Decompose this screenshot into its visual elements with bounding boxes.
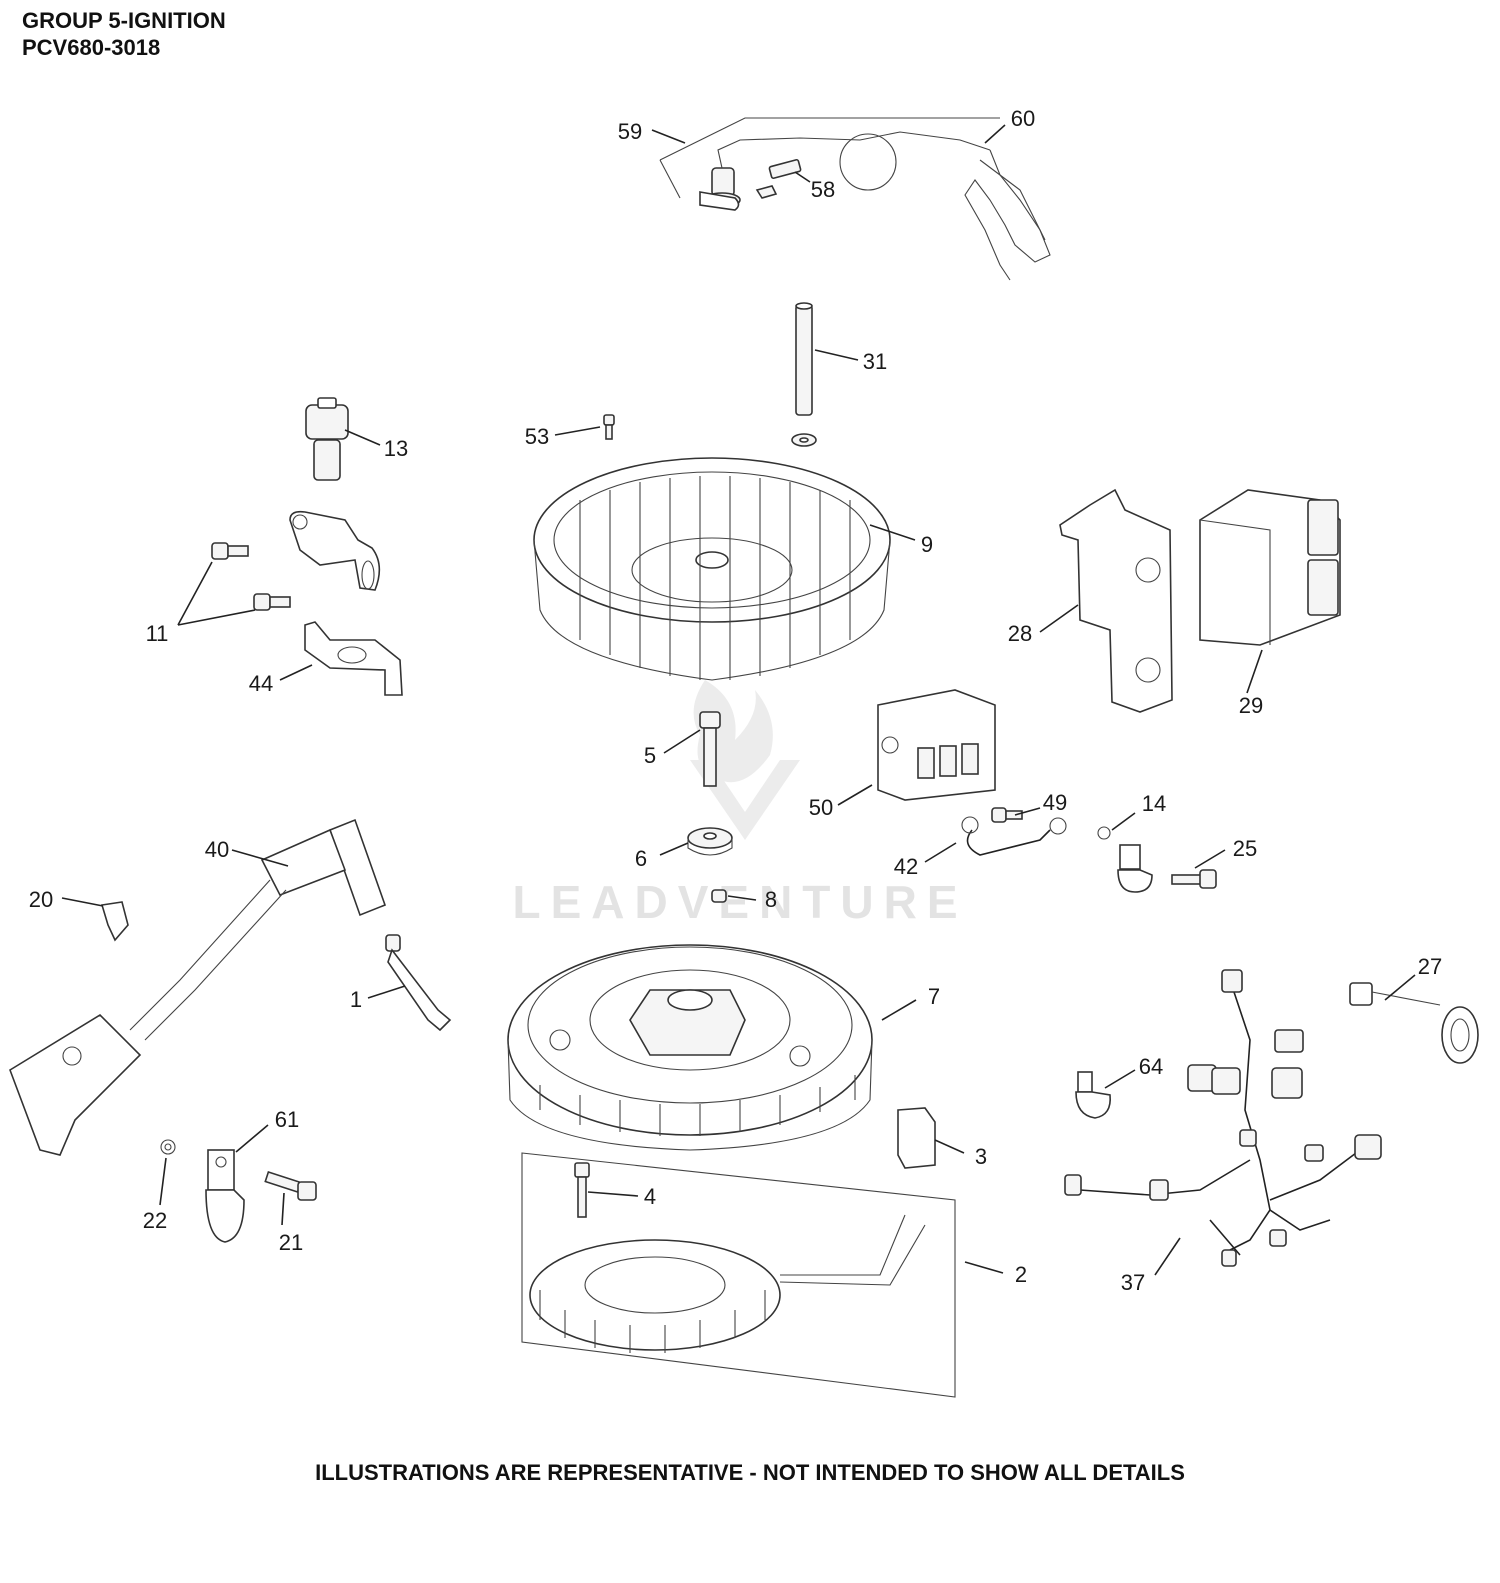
callout-40: 40 <box>205 837 229 862</box>
part-50-rectifier <box>877 689 996 801</box>
part-61-clamp <box>205 1149 245 1243</box>
callout-31: 31 <box>863 349 887 374</box>
callout-3: 3 <box>975 1144 987 1169</box>
part-22-washer <box>160 1139 176 1155</box>
callout-64: 64 <box>1139 1054 1163 1079</box>
callout-49: 49 <box>1043 790 1067 815</box>
callout-20: 20 <box>29 887 53 912</box>
watermark: LEADVENTURE <box>512 680 967 928</box>
part-31-pin-washer <box>791 302 817 447</box>
watermark-text: LEADVENTURE <box>512 876 967 928</box>
part-2-stator-kit <box>521 1152 956 1398</box>
callout-7: 7 <box>928 984 940 1009</box>
callout-labels: 59 60 58 31 53 13 9 11 44 28 29 5 50 49 … <box>29 106 1442 1295</box>
callout-28: 28 <box>1008 621 1032 646</box>
wire-harness-sensor-assembly <box>659 117 1051 281</box>
part-4-screw <box>574 1162 590 1218</box>
leader-lines <box>61 124 1416 1276</box>
part-37-wiring-harness <box>1064 969 1382 1267</box>
callout-42: 42 <box>894 854 918 879</box>
callout-58: 58 <box>811 177 835 202</box>
callout-27: 27 <box>1418 954 1442 979</box>
part-20-clip <box>100 901 129 942</box>
part-49-42-ground-wire <box>961 807 1067 856</box>
callout-14: 14 <box>1142 791 1166 816</box>
callout-21: 21 <box>279 1230 303 1255</box>
callout-9: 9 <box>921 532 933 557</box>
part-44-bracket <box>304 621 403 696</box>
part-6-washer <box>687 827 733 856</box>
part-53-screw <box>603 414 615 440</box>
callout-29: 29 <box>1239 693 1263 718</box>
part-29-control-module <box>1199 489 1341 646</box>
callout-5: 5 <box>644 743 656 768</box>
part-13-sensor <box>305 397 349 481</box>
part-14-25-clamp-bolt <box>1097 826 1217 893</box>
callout-8: 8 <box>765 887 777 912</box>
sensor-bracket <box>289 510 381 591</box>
part-5-bolt <box>699 711 721 787</box>
callout-2: 2 <box>1015 1262 1027 1287</box>
diagram-model-code: PCV680-3018 <box>22 35 161 60</box>
diagram-group-title: GROUP 5-IGNITION <box>22 8 226 33</box>
callout-61: 61 <box>275 1107 299 1132</box>
callout-4: 4 <box>644 1184 656 1209</box>
part-3-magnet <box>897 1107 936 1169</box>
part-40-ignition-coil <box>9 818 387 1156</box>
callout-1: 1 <box>350 987 362 1012</box>
callout-60: 60 <box>1011 106 1035 131</box>
part-1-spark-plug <box>385 934 452 1032</box>
callout-50: 50 <box>809 795 833 820</box>
callout-11: 11 <box>146 621 169 646</box>
callout-44: 44 <box>249 671 273 696</box>
callout-22: 22 <box>143 1208 167 1233</box>
callout-25: 25 <box>1233 836 1257 861</box>
part-8-key <box>711 889 727 903</box>
part-27-sensor <box>1349 982 1479 1064</box>
callout-37: 37 <box>1121 1270 1145 1295</box>
part-21-bolt <box>264 1170 317 1201</box>
callout-13: 13 <box>384 436 408 461</box>
callout-59: 59 <box>618 119 642 144</box>
part-9-flywheel-fan <box>533 457 891 681</box>
part-11-bolts <box>211 542 291 611</box>
disclaimer-footer: ILLUSTRATIONS ARE REPRESENTATIVE - NOT I… <box>315 1460 1185 1485</box>
part-64-clamp <box>1075 1071 1112 1119</box>
callout-53: 53 <box>525 424 549 449</box>
part-7-flywheel-gear <box>507 944 873 1151</box>
callout-6: 6 <box>635 846 647 871</box>
part-28-mounting-plate <box>1059 488 1173 713</box>
